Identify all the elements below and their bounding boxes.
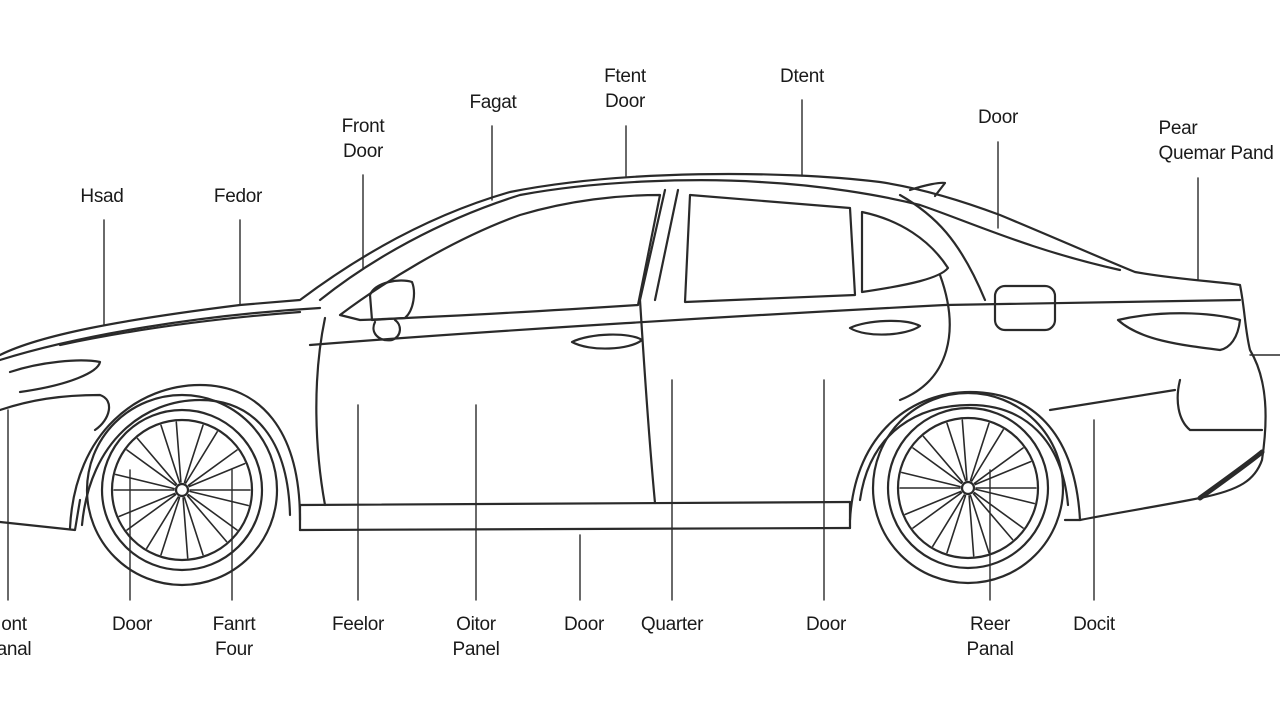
wheel-spoke xyxy=(146,496,181,556)
hub xyxy=(960,480,976,496)
label-door-bottom-2: Door xyxy=(564,614,604,635)
car-body-outline xyxy=(0,172,1267,522)
quarter-window xyxy=(860,210,950,294)
label-panel-top: Fagat xyxy=(469,92,517,113)
wheel-spoke xyxy=(183,424,218,484)
rear-door-edge xyxy=(898,273,951,402)
label-quarter-bottom: Quarter xyxy=(640,614,704,635)
tire xyxy=(85,393,279,587)
rear-wheel xyxy=(871,391,1065,585)
rear-bumper xyxy=(1176,378,1264,432)
wheel-spoke xyxy=(932,494,967,554)
wheel-spoke xyxy=(126,437,178,487)
label-door-bottom-4: Docit xyxy=(1073,614,1115,635)
front-wheel-arch-inner xyxy=(80,398,292,527)
windshield-a-pillar xyxy=(318,179,762,302)
exhaust xyxy=(1197,449,1265,501)
hub xyxy=(174,482,190,498)
label-door-bottom-3: Door xyxy=(806,614,846,635)
b-pillar xyxy=(653,188,680,302)
rim-ring xyxy=(110,418,254,562)
wheel-spoke xyxy=(968,494,990,557)
wheel-spoke xyxy=(187,449,246,488)
headlight xyxy=(8,359,102,394)
rim-ring xyxy=(896,416,1040,560)
label-fender-bottom: Feelor xyxy=(331,614,385,635)
roof-line xyxy=(758,180,1122,272)
tire xyxy=(871,391,1065,585)
front-door-handle xyxy=(570,333,644,350)
lower-body-line xyxy=(0,498,82,532)
wheel-spoke xyxy=(904,490,963,529)
rim-ring xyxy=(886,406,1050,570)
wheel-spoke xyxy=(969,422,1004,482)
label-fender-top: Fedor xyxy=(213,186,263,207)
wheel-spoke xyxy=(189,489,251,507)
c-pillar xyxy=(898,193,987,302)
label-door-top: Door xyxy=(978,107,1018,128)
wheel-spoke xyxy=(182,496,204,559)
leader-lines xyxy=(7,99,1280,601)
wheel-spoke xyxy=(973,447,1032,486)
wheel-spoke xyxy=(972,491,1024,541)
front-window xyxy=(338,193,662,322)
hood-line xyxy=(0,306,322,362)
label-dent-top: Dtent xyxy=(780,66,824,87)
front-bumper xyxy=(0,393,111,432)
side-sill-lower xyxy=(298,526,852,532)
belt-line xyxy=(308,298,1242,347)
rear-window xyxy=(683,193,857,304)
rim-ring xyxy=(100,408,264,572)
label-head: Hsad xyxy=(80,186,124,207)
wheel-spoke xyxy=(186,493,238,543)
door-split xyxy=(638,188,667,505)
wheel-spoke xyxy=(160,421,182,484)
wheel-spoke xyxy=(899,471,961,489)
fuel-door xyxy=(993,284,1057,332)
side-mirror xyxy=(368,279,416,322)
front-door-edge xyxy=(315,316,327,507)
wheel-spoke xyxy=(118,492,177,531)
rear-wheel-arch-inner xyxy=(858,403,1070,507)
front-wheel xyxy=(85,393,279,587)
front-wheel-arch xyxy=(68,383,302,530)
wheel-spoke xyxy=(946,419,968,482)
wheel-spoke xyxy=(975,487,1037,505)
wheel-spoke xyxy=(113,473,175,491)
side-sill xyxy=(298,500,852,507)
wheel-spoke xyxy=(912,435,964,485)
label-door-bottom-1: Door xyxy=(112,614,152,635)
spoiler xyxy=(908,181,947,198)
hood-crease xyxy=(58,310,302,347)
rear-door-handle xyxy=(848,319,922,336)
tail-light xyxy=(1116,312,1242,352)
